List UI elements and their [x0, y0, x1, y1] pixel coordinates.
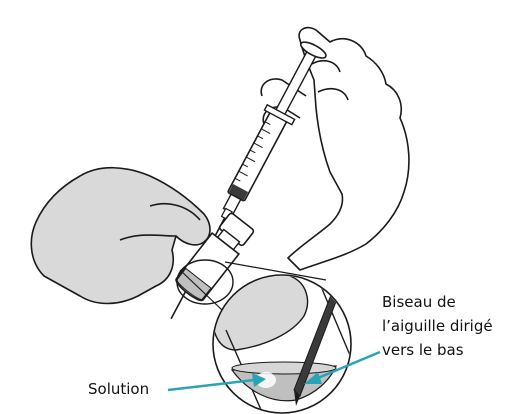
magnifier [213, 274, 352, 413]
bevel-label-line-2: l’aiguille dirigé [382, 314, 493, 338]
bevel-label-line-1: Biseau de [382, 290, 493, 314]
bevel-label-line-3: vers le bas [382, 338, 493, 362]
right-hand [261, 28, 409, 270]
bevel-label: Biseau de l’aiguille dirigé vers le bas [382, 290, 493, 362]
solution-label: Solution [88, 377, 149, 401]
